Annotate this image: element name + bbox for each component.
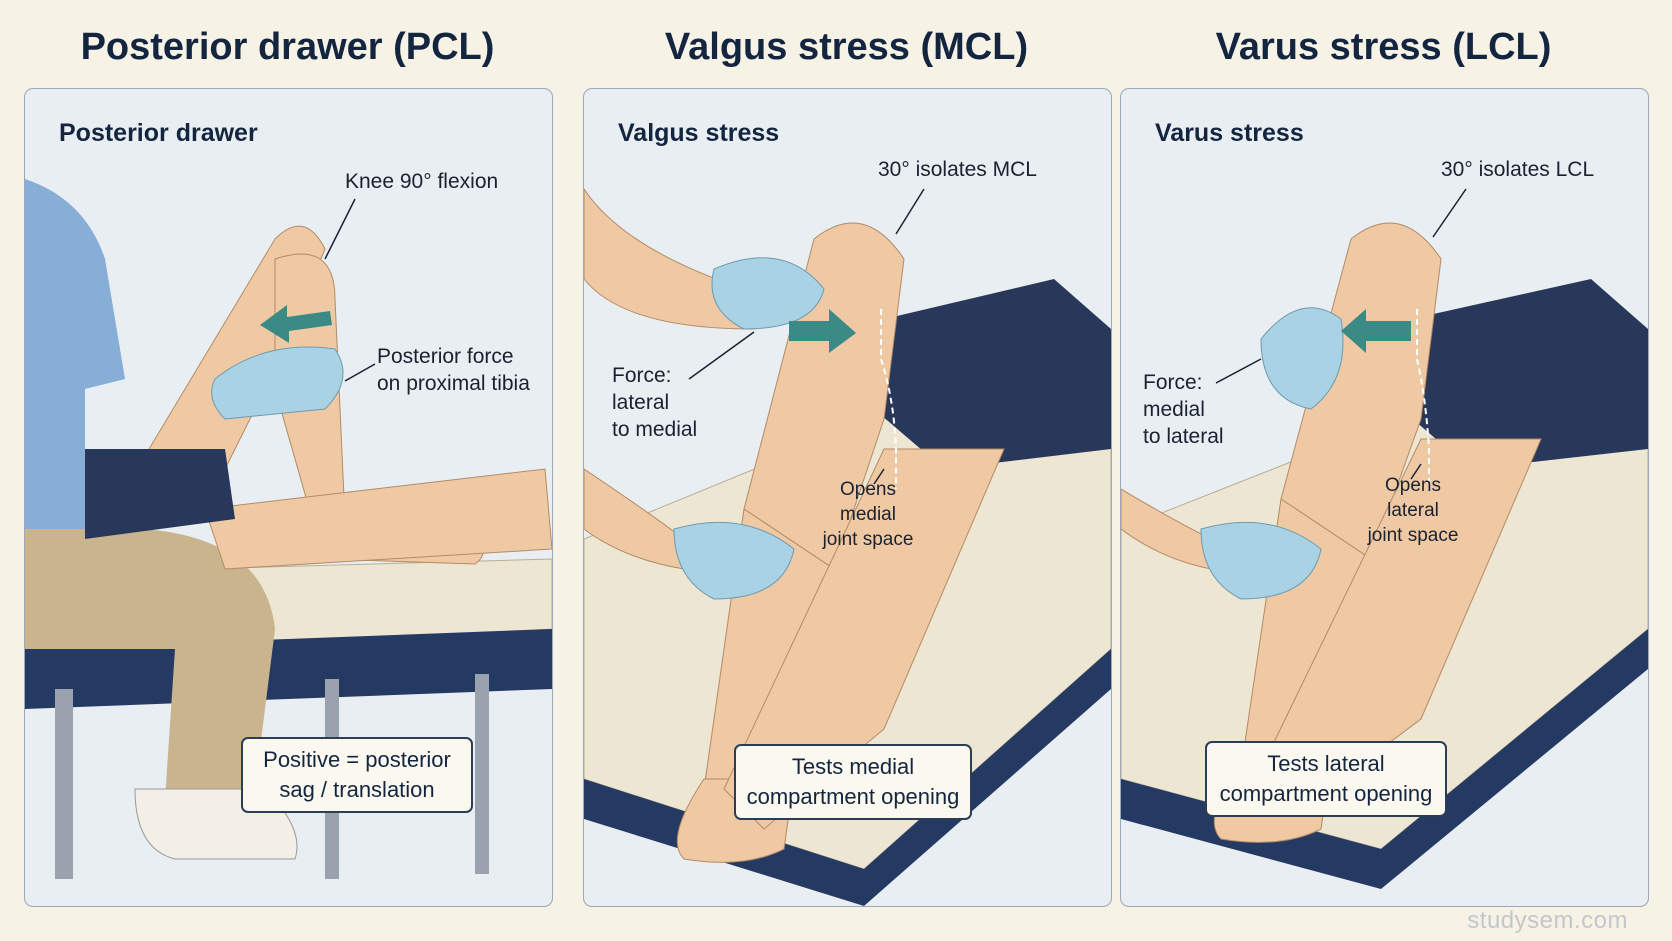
angle-label: 30° isolates LCL: [1441, 158, 1595, 181]
posterior-drawer-illustration: [25, 179, 552, 879]
force-label-line: medial: [1143, 398, 1205, 421]
force-label-line: Force:: [1143, 371, 1203, 394]
panel-varus-stress: Varus stress 30° isolates LCL Force: med…: [1120, 88, 1649, 907]
result-box-line: sag / translation: [279, 777, 435, 802]
joint-space-label-line: Opens: [840, 479, 896, 500]
result-box: Tests lateral compartment opening: [1205, 741, 1447, 817]
panel-valgus-stress: Valgus stress 30° isolates MCL Force: la…: [583, 88, 1112, 907]
force-arrow-icon: [789, 309, 856, 353]
joint-space-label-line: joint space: [822, 529, 914, 550]
varus-stress-illustration: [1121, 188, 1648, 889]
angle-label: 30° isolates MCL: [878, 158, 1037, 181]
result-box-line: Tests medial: [791, 754, 915, 779]
force-label-line: Posterior force: [377, 345, 514, 368]
joint-space-label-line: medial: [840, 504, 896, 525]
result-box-line: Tests lateral: [1267, 751, 1385, 776]
force-label-line: to medial: [612, 418, 698, 441]
force-label-line: Force:: [612, 364, 672, 387]
result-box-line: compartment opening: [1219, 781, 1433, 806]
force-label: Posterior force on proximal tibia: [377, 343, 530, 397]
force-label: Force: lateral to medial: [612, 362, 697, 443]
joint-space-label: Opens medial joint space: [818, 477, 918, 552]
joint-space-label: Opens lateral joint space: [1363, 473, 1463, 548]
force-arrow-icon: [1341, 309, 1411, 353]
result-box: Positive = posterior sag / translation: [241, 737, 473, 813]
panel-posterior-drawer: Posterior drawer Knee 90° flexion Poster…: [24, 88, 553, 907]
joint-space-label-line: joint space: [1367, 525, 1459, 546]
result-box: Tests medial compartment opening: [734, 744, 972, 820]
result-box-line: Positive = posterior: [263, 747, 451, 772]
force-label-line: on proximal tibia: [377, 372, 530, 395]
joint-space-label-line: lateral: [1387, 500, 1439, 521]
force-label-line: lateral: [612, 391, 670, 414]
force-label-line: to lateral: [1143, 425, 1224, 448]
heading-valgus-stress: Valgus stress (MCL): [664, 26, 1029, 68]
result-box-line: compartment opening: [746, 784, 960, 809]
panel-title: Valgus stress: [618, 119, 780, 147]
heading-varus-stress: Varus stress (LCL): [1215, 26, 1552, 68]
panel-title: Posterior drawer: [59, 119, 258, 147]
panel-title: Varus stress: [1155, 119, 1304, 147]
angle-label: Knee 90° flexion: [345, 170, 499, 193]
watermark: studysem.com: [1467, 907, 1628, 934]
valgus-stress-illustration: [584, 188, 1111, 906]
force-label: Force: medial to lateral: [1143, 369, 1224, 450]
joint-space-label-line: Opens: [1385, 475, 1441, 496]
force-arrow-icon: [260, 305, 332, 343]
heading-posterior-drawer: Posterior drawer (PCL): [80, 26, 495, 68]
